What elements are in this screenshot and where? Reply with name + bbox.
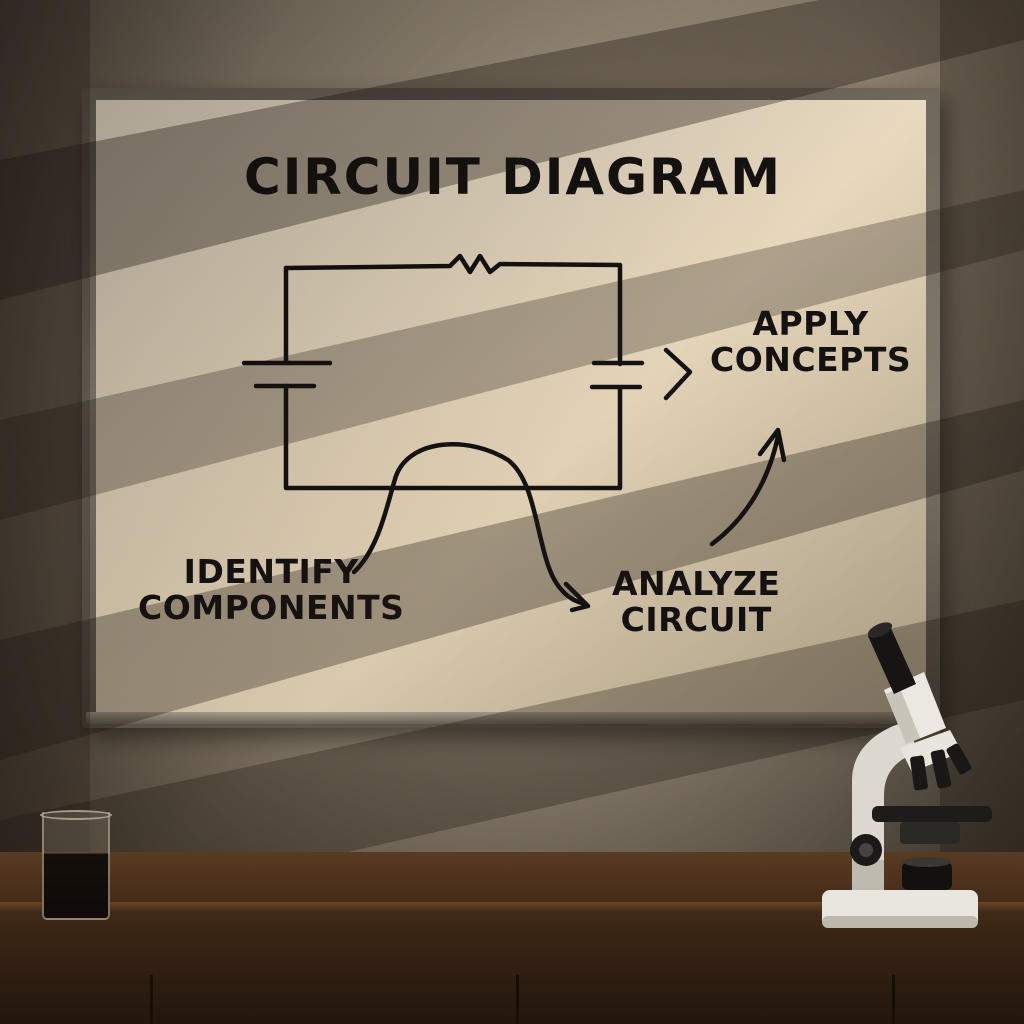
lab-counter (0, 852, 1024, 1024)
counter-edge (0, 902, 1024, 914)
beaker-icon (42, 812, 110, 920)
step-identify-components: IDENTIFY COMPONENTS (138, 552, 405, 628)
step-label-line: CIRCUIT (620, 600, 772, 640)
cabinet-seam (892, 975, 895, 1024)
step-label-line: ANALYZE (612, 564, 781, 603)
step-label-line: CONCEPTS (710, 340, 912, 380)
step-label-line: COMPONENTS (138, 588, 405, 628)
step-label-line: IDENTIFY (183, 552, 359, 591)
diagram-title: CIRCUIT DIAGRAM (244, 148, 783, 206)
cabinet-seam (516, 975, 519, 1024)
beaker-rim (40, 810, 112, 820)
step-label-line: APPLY (752, 304, 869, 343)
marker-tray (86, 712, 936, 724)
cabinet-seam (150, 975, 153, 1024)
step-analyze-circuit: ANALYZE CIRCUIT (612, 564, 781, 640)
step-apply-concepts: APPLY CONCEPTS (710, 304, 912, 380)
